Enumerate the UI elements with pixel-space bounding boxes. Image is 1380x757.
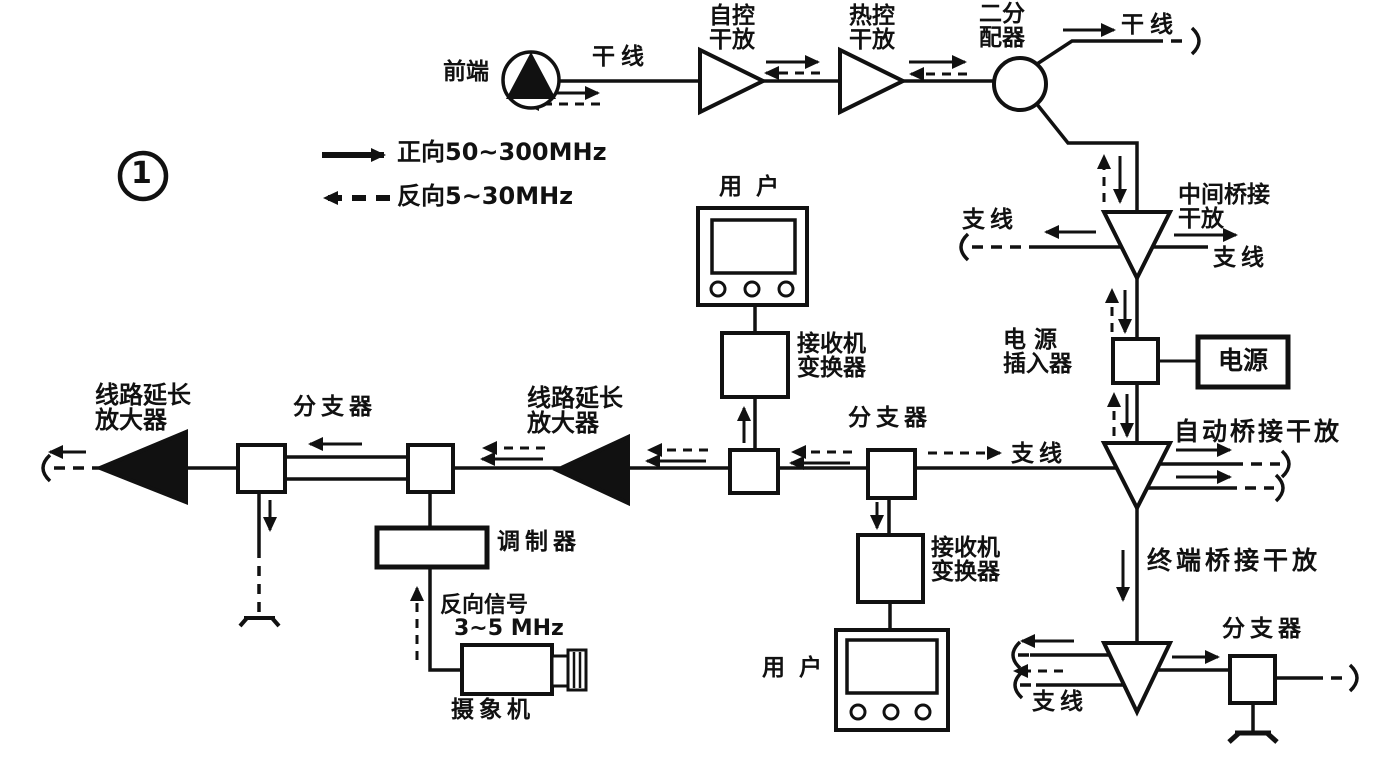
tap-box-right (1228, 654, 1277, 705)
headend-triangle (506, 52, 556, 99)
auto-bridge-amp-symbol (1100, 441, 1174, 513)
legend-reverse-label: 反向5~30MHz (397, 182, 574, 210)
tap-box-3 (728, 448, 780, 495)
tv-knob (914, 703, 932, 721)
line-extender-2-symbol (552, 433, 630, 507)
terminal-bridge-amp-symbol (1100, 641, 1174, 717)
modulator-label: 调制器 (497, 529, 581, 555)
line-extender-2-label: 线路延长 放大器 (527, 384, 623, 438)
thermal-trunk-amp-label: 热控 干放 (849, 3, 895, 54)
tap-mid-label: 分支器 (848, 405, 932, 431)
tv-knob (849, 703, 867, 721)
line-terminator (1274, 473, 1285, 503)
figure-number: 1 (131, 156, 152, 191)
component-details (572, 280, 932, 721)
headend-label: 前端 (443, 59, 489, 85)
auto-trunk-amp-symbol (698, 46, 768, 116)
branch-line-mid-left-label: 支线 (962, 207, 1018, 233)
ground-symbol (238, 616, 281, 628)
branch-line-terminal-label: 支线 (1032, 689, 1088, 715)
camera-body (460, 643, 554, 696)
user-top-label: 用户 (719, 174, 793, 200)
camera-lens-cap (566, 648, 588, 692)
modulator-box (374, 525, 490, 570)
line-terminator (959, 232, 970, 262)
line-extender-1-label: 线路延长 放大器 (95, 381, 191, 435)
tv-knob (777, 280, 795, 298)
thermal-trunk-amp-symbol (838, 46, 908, 116)
tap-box-4 (866, 448, 917, 500)
auto-bridge-amp-label: 自动桥接干放 (1174, 417, 1343, 446)
trunk-line-right-label: 干线 (1121, 12, 1179, 38)
mid-bridge-amp-symbol (1100, 210, 1174, 283)
branch-line-auto-label: 支线 (1011, 441, 1067, 467)
camera-lens (550, 654, 570, 688)
camera-label: 摄象机 (451, 697, 535, 723)
figure-number-circle (117, 150, 169, 202)
auto-trunk-amp-label: 自控 干放 (709, 3, 755, 54)
trunk-line-top-label: 干线 (592, 44, 650, 70)
wires (41, 23, 1359, 744)
receiver-converter-bottom-box (856, 533, 925, 604)
tv-knob (709, 280, 727, 298)
two-way-splitter-label: 二分 配器 (979, 1, 1025, 52)
line-terminator (1348, 663, 1359, 693)
power-inserter-label: 电 源 插入器 (1003, 327, 1072, 378)
tv-knob (882, 703, 900, 721)
legend-forward-label: 正向50~300MHz (397, 138, 607, 166)
components (94, 46, 1291, 732)
power-supply-label: 电源 (1217, 346, 1268, 375)
ground-symbol (1227, 730, 1279, 744)
tv-screen-bottom (845, 638, 939, 695)
tap-left-label: 分支器 (293, 394, 377, 420)
tv-knob (743, 280, 761, 298)
receiver-converter-top-label: 接收机 变换器 (797, 331, 866, 382)
power-supply-box (1195, 334, 1291, 390)
two-way-splitter-symbol (992, 56, 1048, 112)
branch-line-mid-right-label: 支线 (1213, 245, 1269, 271)
tv-screen-top (710, 218, 797, 275)
line-terminator (41, 453, 52, 483)
tap-box-1 (236, 443, 287, 494)
power-inserter-box (1111, 337, 1160, 385)
receiver-converter-top-box (720, 331, 790, 399)
line-terminator (1280, 449, 1291, 479)
receiver-converter-bottom-label: 接收机 变换器 (931, 535, 1000, 586)
line-terminator (1190, 26, 1201, 56)
line-extender-1-symbol (94, 428, 188, 505)
terminal-bridge-amp-label: 终端桥接干放 (1147, 546, 1322, 575)
tap-box-2 (406, 443, 455, 494)
tap-bottom-right-label: 分支器 (1222, 616, 1306, 642)
user-bottom-label: 用户 (762, 655, 836, 681)
mid-bridge-amp-label: 中间桥接 干放 (1178, 182, 1270, 233)
reverse-signal-label: 反向信号 3~5 MHz (440, 593, 564, 642)
